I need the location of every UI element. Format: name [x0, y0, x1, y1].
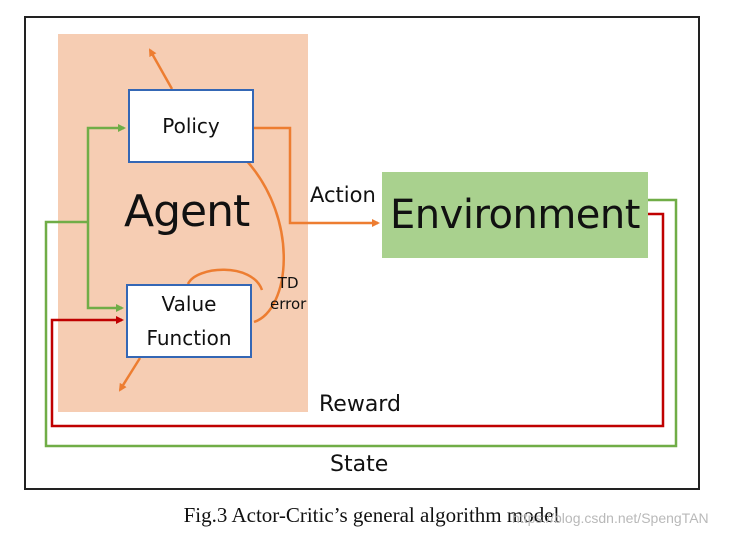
action-label: Action: [310, 183, 376, 207]
reward-label: Reward: [319, 392, 401, 417]
td-error-line2: error: [270, 295, 307, 313]
figure-caption: Fig.3 Actor-Critic’s general algorithm m…: [183, 503, 560, 527]
state-to-value-arrow: [86, 222, 124, 312]
td-error-line1: TD: [277, 274, 299, 292]
value-function-line1: Value: [161, 292, 217, 316]
action-arrow: [254, 126, 380, 227]
environment-label: Environment: [390, 192, 640, 238]
policy-box: Policy: [128, 89, 254, 163]
value-function-line2: Function: [146, 326, 232, 350]
td-error-curve: [245, 159, 285, 324]
td-error-label: TD error: [270, 273, 306, 315]
value-function-box: Value Function: [126, 284, 252, 358]
td-error-loop: [186, 268, 264, 291]
state-loop-line: [44, 198, 678, 448]
policy-update-arrow: [148, 48, 174, 90]
watermark: https://blog.csdn.net/SpengTAN: [512, 510, 709, 526]
agent-label: Agent: [124, 186, 250, 237]
state-label: State: [330, 452, 389, 477]
policy-label: Policy: [162, 114, 220, 138]
reward-to-value-arrow: [50, 212, 665, 428]
value-function-label: Value Function: [146, 287, 231, 355]
value-update-arrow: [118, 357, 142, 392]
state-to-policy-arrow: [86, 124, 126, 222]
environment-box: Environment: [382, 172, 648, 258]
